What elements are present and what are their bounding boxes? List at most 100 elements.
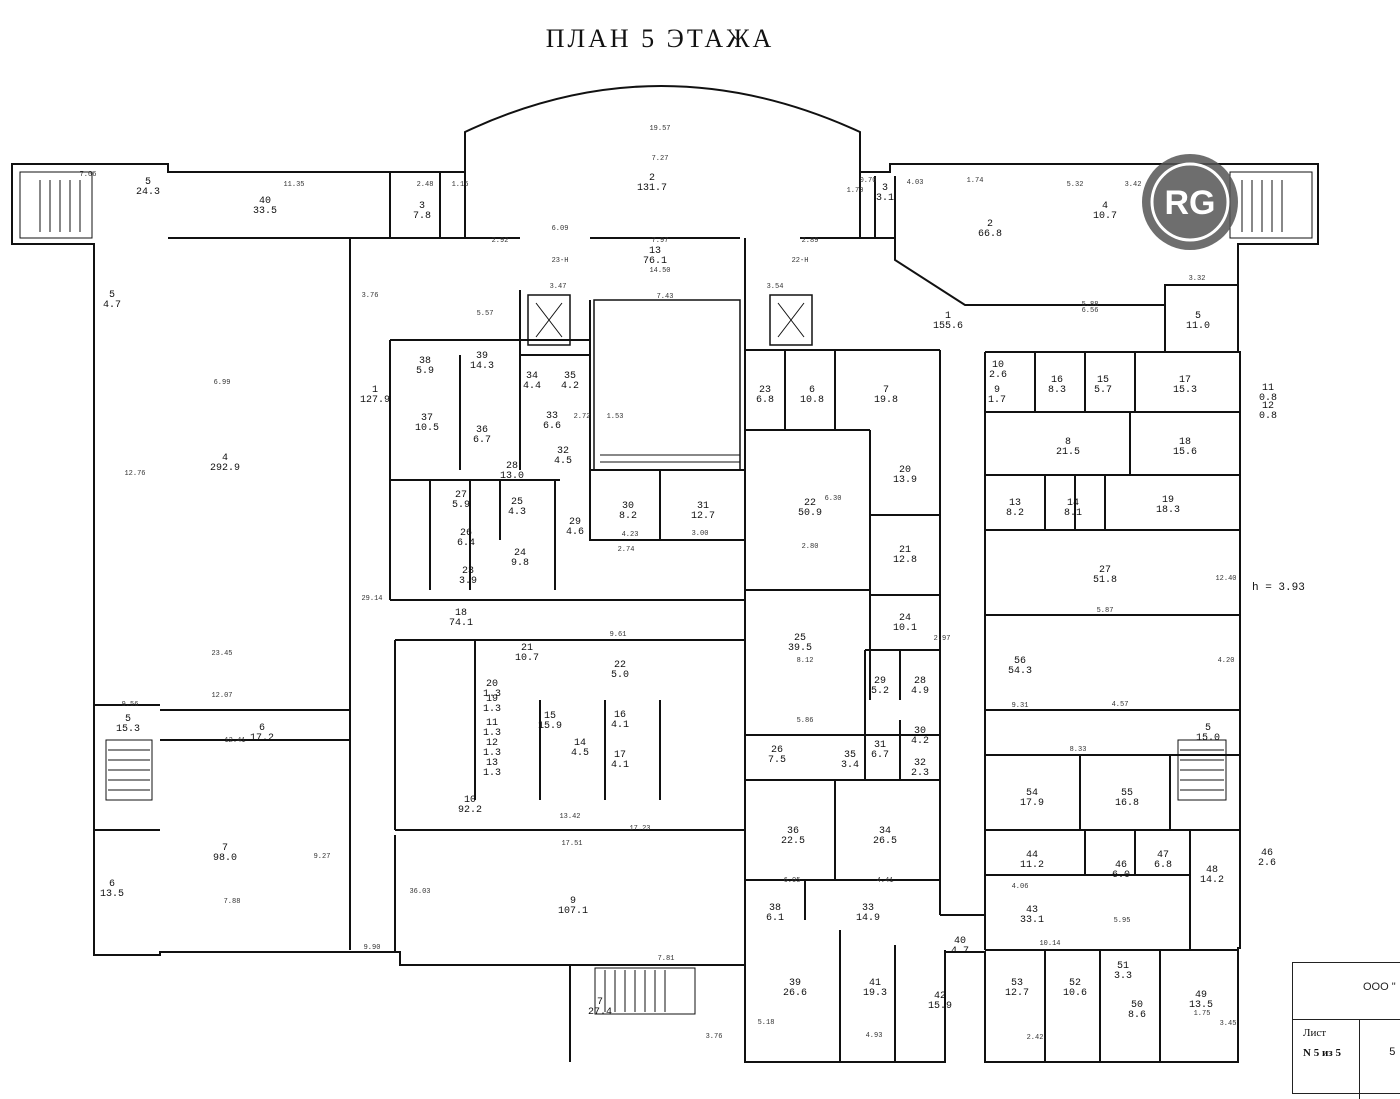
dimension-label: 23.45	[211, 650, 232, 658]
room-number: 29	[874, 676, 886, 687]
room-area: 4.3	[508, 507, 526, 518]
ceiling-height: h = 3.93	[1252, 582, 1305, 594]
room-number: 41	[869, 978, 881, 989]
dimension-label: 5.88	[1082, 301, 1099, 309]
room-number: 6	[259, 723, 265, 734]
room-area: 13.0	[500, 471, 524, 482]
room-area: 5.0	[611, 670, 629, 681]
room-area: 6.1	[766, 913, 784, 924]
room-area: 11.2	[1020, 860, 1044, 871]
dimension-label: 7.97	[652, 237, 669, 245]
room-number: 54	[1026, 788, 1038, 799]
elevator	[769, 294, 813, 346]
room-area: 16.8	[1115, 798, 1139, 809]
room-number: 42	[934, 991, 946, 1002]
dimension-label: 1.53	[607, 413, 624, 421]
dimension-label: 2.42	[1027, 1034, 1044, 1042]
room-area: 4.1	[611, 720, 629, 731]
room-number: 34	[526, 371, 538, 382]
dimension-label: 0.70	[860, 177, 877, 185]
room-number: 16	[1051, 375, 1063, 386]
room-number: 15	[1097, 375, 1109, 386]
room-area: 10.8	[800, 395, 824, 406]
room-number: 26	[460, 528, 472, 539]
room-area: 1.3	[483, 689, 501, 700]
room-number: 3	[882, 183, 888, 194]
room-number: 7	[597, 997, 603, 1008]
room-number: 40	[259, 196, 271, 207]
room-area: 10.5	[415, 423, 439, 434]
dimension-label: 3.00	[692, 530, 709, 538]
dimension-label: 17.51	[561, 840, 582, 848]
room-area: 1.3	[483, 748, 501, 759]
room-number: 34	[879, 826, 891, 837]
rg-logo-icon: RG	[1142, 154, 1238, 250]
dimension-label: 1.74	[967, 177, 984, 185]
room-area: 12.7	[1005, 988, 1029, 999]
room-area: 17.9	[1020, 798, 1044, 809]
room-number: 47	[1157, 850, 1169, 861]
dimension-label: 22-Н	[792, 257, 809, 265]
room-number: 31	[874, 740, 886, 751]
room-number: 56	[1014, 656, 1026, 667]
room-number: 35	[564, 371, 576, 382]
room-area: 2.3	[911, 768, 929, 779]
dimension-label: 12.07	[211, 692, 232, 700]
stairs	[593, 299, 741, 471]
room-number: 21	[899, 545, 911, 556]
room-number: 6	[109, 879, 115, 890]
dimension-label: 11.35	[283, 181, 304, 189]
room-area: 9.8	[511, 558, 529, 569]
room-number: 25	[794, 633, 806, 644]
room-area: 3.3	[1114, 971, 1132, 982]
dimension-label: 2.80	[802, 543, 819, 551]
room-number: 48	[1206, 865, 1218, 876]
dimension-label: 4.03	[907, 179, 924, 187]
room-number: 35	[844, 750, 856, 761]
room-area: 33.5	[253, 206, 277, 217]
room-area: 131.7	[637, 183, 667, 194]
room-area: 4.4	[523, 381, 541, 392]
dimension-label: 14.50	[649, 267, 670, 275]
room-area: 4.5	[554, 456, 572, 467]
dimension-label: 7.27	[652, 155, 669, 163]
room-number: 50	[1131, 1000, 1143, 1011]
room-number: 23	[462, 566, 474, 577]
room-area: 21.5	[1056, 447, 1080, 458]
room-area: 5.9	[452, 500, 470, 511]
wall	[985, 412, 1240, 711]
dimension-label: 9.31	[1012, 702, 1029, 710]
room-number: 4	[222, 453, 228, 464]
room-number: 11	[1262, 383, 1274, 394]
room-area: 27.4	[588, 1007, 612, 1018]
room-area: 3.4	[841, 760, 859, 771]
room-number: 3	[419, 201, 425, 212]
room-number: 37	[421, 413, 433, 424]
dimension-label: 2.48	[417, 181, 434, 189]
stairs-left	[19, 171, 93, 239]
dimension-label: 9.90	[364, 944, 381, 952]
room-number: 28	[506, 461, 518, 472]
room-area: 98.0	[213, 853, 237, 864]
room-number: 8	[1065, 437, 1071, 448]
room-number: 32	[914, 758, 926, 769]
room-area: 17.2	[250, 733, 274, 744]
wall	[464, 172, 861, 238]
room-number: 27	[455, 490, 467, 501]
room-number: 29	[569, 517, 581, 528]
dimension-label: 3.54	[767, 283, 784, 291]
room-number: 16	[614, 710, 626, 721]
room-number: 18	[455, 608, 467, 619]
room-number: 9	[994, 385, 1000, 396]
room-area: 11.0	[1186, 321, 1210, 332]
room-number: 49	[1195, 990, 1207, 1001]
dimension-label: 12.41	[224, 737, 245, 745]
room-number: 38	[769, 903, 781, 914]
dimension-label: 1.70	[847, 187, 864, 195]
sheet-number: N 5 из 5	[1303, 1047, 1341, 1059]
room-number: 27	[1099, 565, 1111, 576]
room-area: 10.6	[1063, 988, 1087, 999]
room-area: 74.1	[449, 618, 473, 629]
dimension-label: 9.56	[122, 701, 139, 709]
room-number: 20	[486, 679, 498, 690]
